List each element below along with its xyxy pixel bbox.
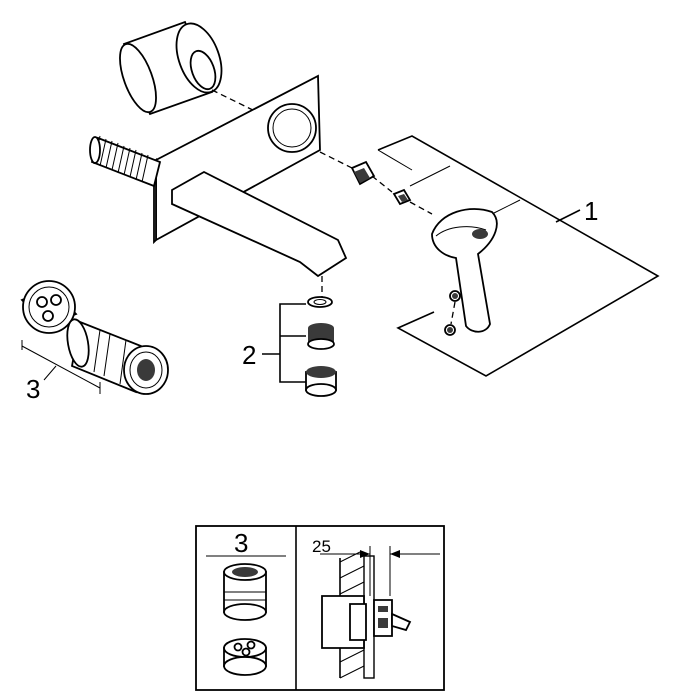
inset-cartridge-label: 3 — [234, 528, 248, 558]
cover-sleeve — [119, 20, 223, 116]
callout-cartridge-set: 3 — [26, 374, 40, 404]
inset-wall-section — [321, 551, 412, 679]
threaded-rod — [89, 135, 162, 188]
inset-aerator-housing — [223, 563, 267, 621]
handle-set — [350, 135, 660, 377]
spout — [171, 170, 348, 278]
installation-inset — [195, 525, 445, 691]
callout-handle-set: 1 — [584, 196, 598, 226]
aerator-set — [262, 276, 337, 397]
cartridge-set — [20, 280, 169, 395]
assembly-line-plate — [319, 151, 357, 171]
inset-dimension — [320, 546, 440, 596]
callout-aerator-set: 2 — [242, 340, 256, 370]
inset-dimension-value: 25 — [312, 537, 331, 556]
inset-cartridge-disc — [223, 638, 267, 676]
